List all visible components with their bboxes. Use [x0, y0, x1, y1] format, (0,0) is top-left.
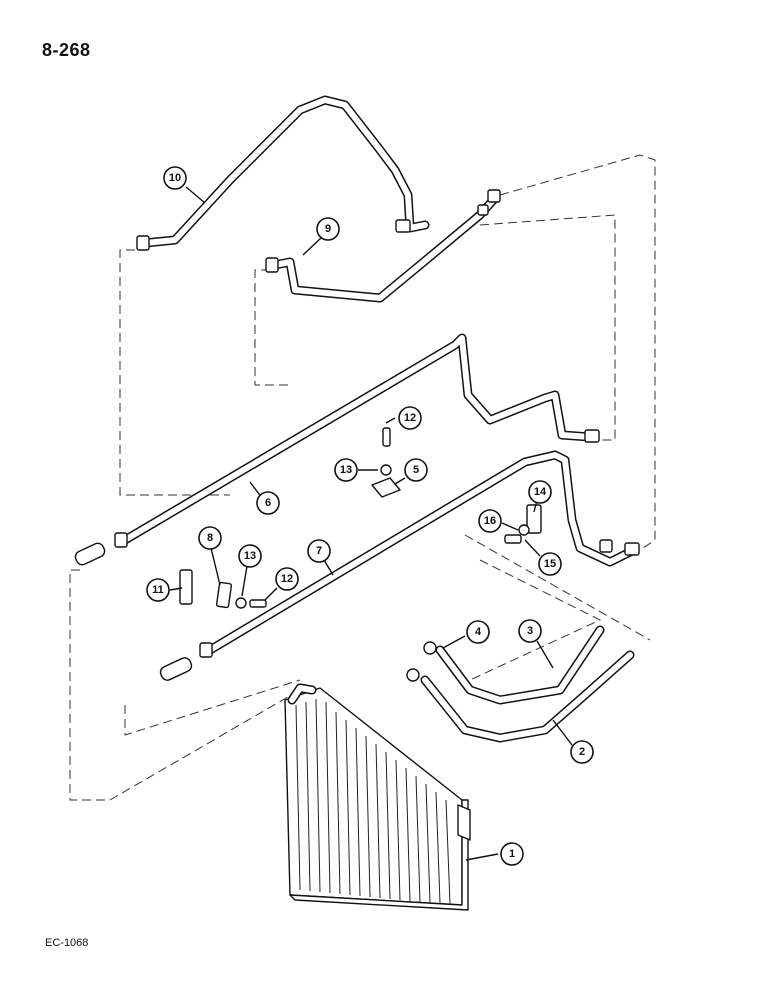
callout-label: 12: [404, 412, 416, 424]
callout-label: 4: [475, 626, 482, 638]
callout-3: 3: [518, 619, 542, 643]
leader-lines: [169, 186, 573, 861]
callout-circle: [500, 842, 524, 866]
callout-circle: [146, 578, 170, 602]
callout-circle: [256, 491, 280, 515]
callout-label: 10: [169, 172, 181, 184]
callout-circle: [334, 458, 358, 482]
callout-label: 7: [316, 545, 322, 557]
callout-circle: [466, 620, 490, 644]
sleeve-parts: [74, 542, 193, 681]
callout-9: 9: [316, 217, 340, 241]
page-number: 8-268: [42, 40, 91, 60]
callout-label: 9: [325, 223, 331, 235]
tube-part-9: [265, 189, 501, 303]
callout-circle: [398, 406, 422, 430]
callout-2: 2: [570, 740, 594, 764]
callout-circle: [307, 539, 331, 563]
callout-label: 13: [244, 550, 256, 562]
callout-8: 8: [198, 526, 222, 550]
hose-part-3: [435, 625, 605, 705]
callout-circle: [538, 552, 562, 576]
tube-part-10: [136, 95, 430, 251]
callout-circle: [275, 567, 299, 591]
callout-label: 3: [527, 625, 533, 637]
tube-part-7: [199, 450, 640, 658]
callout-circle: [570, 740, 594, 764]
callout-label: 13: [340, 464, 352, 476]
callout-13-upper: 13: [334, 458, 358, 482]
callout-11: 11: [146, 578, 170, 602]
callout-label: 6: [265, 497, 271, 509]
callout-label: 1: [509, 848, 515, 860]
callout-label: 16: [484, 515, 496, 527]
callout-circle: [316, 217, 340, 241]
callout-label: 5: [413, 464, 419, 476]
condenser-part-1: [284, 683, 471, 911]
assembly-guide-lines: [69, 154, 656, 801]
callout-circle: [163, 166, 187, 190]
callout-4: 4: [466, 620, 490, 644]
hardware-parts: [179, 427, 542, 682]
callout-circle: [238, 544, 262, 568]
callout-label: 2: [579, 746, 585, 758]
catalog-code: EC-1068: [45, 937, 89, 949]
callout-circle: [518, 619, 542, 643]
callout-13-lower: 13: [238, 544, 262, 568]
callout-14: 14: [528, 480, 552, 504]
callout-label: 12: [281, 573, 293, 585]
callout-16: 16: [478, 509, 502, 533]
callout-15: 15: [538, 552, 562, 576]
callout-12-upper: 12: [398, 406, 422, 430]
callout-label: 15: [544, 558, 556, 570]
callout-label: 14: [534, 486, 547, 498]
callout-12-lower: 12: [275, 567, 299, 591]
callout-circle: [528, 480, 552, 504]
hose-part-2: [420, 650, 635, 743]
callout-10: 10: [163, 166, 187, 190]
tube-part-6: [114, 333, 600, 548]
callout-label: 11: [152, 584, 164, 596]
callout-circle: [404, 458, 428, 482]
callout-5: 5: [404, 458, 428, 482]
callout-6: 6: [256, 491, 280, 515]
callout-7: 7: [307, 539, 331, 563]
callout-label: 8: [207, 532, 213, 544]
callout-1: 1: [500, 842, 524, 866]
callout-circle: [198, 526, 222, 550]
callout-circle: [478, 509, 502, 533]
